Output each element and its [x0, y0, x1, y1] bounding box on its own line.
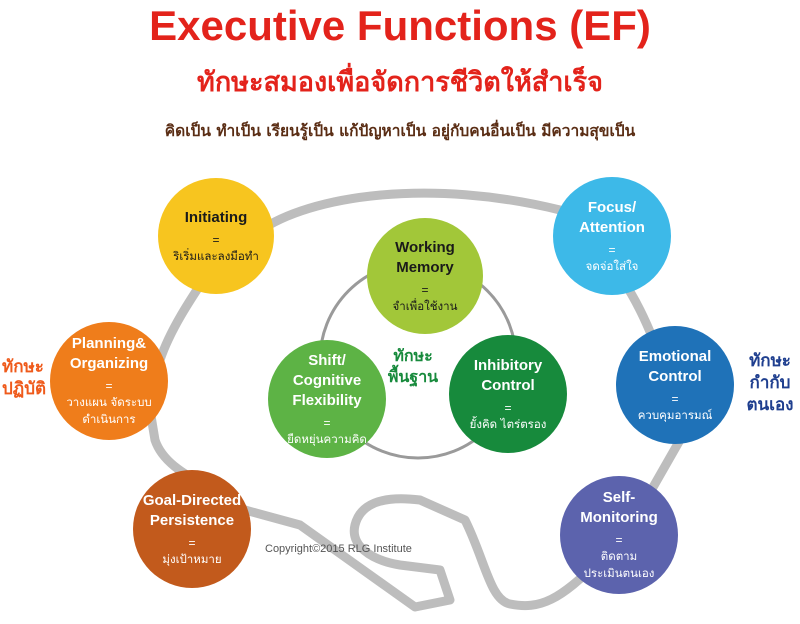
inhibitory-control-circle: Inhibitory Control = ยั้งคิด ไตร่ตรอง [449, 335, 567, 453]
working-memory-title: Working Memory [395, 238, 455, 276]
self-monitoring-equals: = [615, 533, 623, 547]
inhibitory-equals: = [504, 400, 512, 415]
focus-title: Focus/ Attention [579, 198, 645, 236]
initiating-thai: ริเริ่มและลงมือทำ [173, 248, 259, 263]
self-monitoring-circle: Self- Monitoring = ติดตาม ประเมินตนเอง [560, 476, 678, 594]
emotional-equals: = [671, 391, 679, 406]
copyright-text: Copyright©2015 RLG Institute [265, 543, 412, 555]
self-regulation-skills-label: ทักษะ กำกับ ตนเอง [746, 351, 794, 415]
emotional-thai: ควบคุมอารมณ์ [637, 407, 713, 422]
initiating-equals: = [212, 232, 220, 247]
working-memory-thai: จำเพื่อใช้งาน [392, 298, 458, 313]
goal-title: Goal-Directed Persistence [142, 491, 242, 529]
shift-title: Shift/ Cognitive Flexibility [292, 351, 362, 409]
initiating-circle: Initiating = ริเริ่มและลงมือทำ [158, 178, 274, 294]
working-memory-circle: Working Memory = จำเพื่อใช้งาน [367, 218, 483, 334]
shift-thai: ยืดหยุ่นความคิด [287, 431, 367, 446]
shift-equals: = [323, 415, 331, 430]
self-monitoring-title: Self- Monitoring [580, 489, 658, 526]
goal-thai: มุ่งเป้าหมาย [162, 551, 222, 566]
working-memory-equals: = [421, 282, 429, 297]
initiating-title: Initiating [184, 208, 248, 226]
inhibitory-thai: ยั้งคิด ไตร่ตรอง [469, 416, 547, 431]
practice-skills-label: ทักษะ ปฏิบัติ [2, 357, 47, 399]
shift-cognitive-flexibility-circle: Shift/ Cognitive Flexibility = ยืดหยุ่นค… [268, 340, 386, 458]
thai-subtitle: ทักษะสมองเพื่อจัดการชีวิตให้สำเร็จ [197, 67, 603, 98]
main-title: Executive Functions (EF) [149, 2, 651, 49]
goal-equals: = [188, 535, 196, 550]
inhibitory-title: Inhibitory Control [473, 356, 543, 394]
focus-equals: = [608, 242, 616, 257]
tagline: คิดเป็น ทำเป็น เรียนรู้เป็น แก้ปัญหาเป็น… [164, 122, 636, 140]
emotional-title: Emotional Control [638, 347, 712, 385]
goal-directed-persistence-circle: Goal-Directed Persistence = มุ่งเป้าหมาย [133, 470, 251, 588]
emotional-control-circle: Emotional Control = ควบคุมอารมณ์ [616, 326, 734, 444]
planning-thai: วางแผน จัดระบบ ดำเนินการ [66, 395, 152, 426]
planning-equals: = [105, 379, 113, 393]
planning-title: Planning& Organizing [69, 335, 149, 372]
basic-skills-label: ทักษะ พื้นฐาน [387, 346, 439, 386]
focus-attention-circle: Focus/ Attention = จดจ่อใส่ใจ [553, 177, 671, 295]
self-monitoring-thai: ติดตาม ประเมินตนเอง [583, 549, 655, 580]
focus-thai: จดจ่อใส่ใจ [585, 258, 639, 273]
planning-organizing-circle: Planning& Organizing = วางแผน จัดระบบ ดำ… [50, 322, 168, 440]
